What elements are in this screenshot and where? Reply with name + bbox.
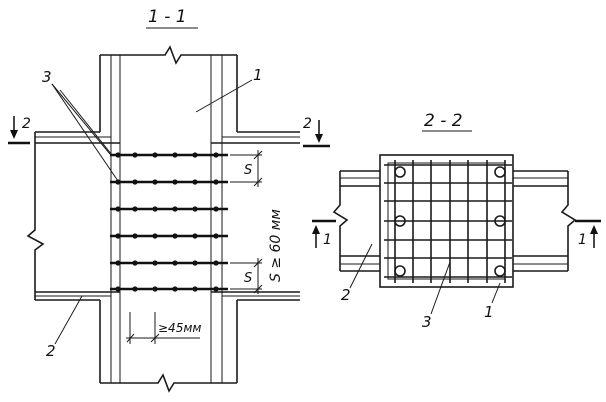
cut-mark-label: 2	[303, 116, 312, 132]
slab-outline	[26, 131, 300, 301]
rebar-dot	[115, 233, 121, 239]
rebar-dot	[172, 206, 178, 212]
rebar-dot	[213, 152, 219, 158]
rebar-dot	[152, 179, 158, 185]
rebar-dot	[115, 206, 121, 212]
cut-mark-label: 2	[22, 116, 31, 132]
rebar-circle	[494, 215, 506, 227]
cut-marker-2-right: 2	[303, 116, 330, 148]
rebar-dot	[152, 260, 158, 266]
break-line-left	[26, 132, 45, 300]
rebar-dot	[152, 233, 158, 239]
rebar-circle	[394, 215, 406, 227]
spacing-label-bottom: S	[244, 271, 252, 286]
rebar-dot	[213, 206, 219, 212]
label-mesh-2: 3	[422, 313, 432, 331]
rebar-dot	[132, 286, 138, 292]
break-line-bottom	[100, 373, 237, 393]
rebar-dot	[213, 233, 219, 239]
offset-note: ≥45мм	[158, 321, 201, 335]
rebar-dot	[213, 286, 219, 292]
rebar-circle	[394, 166, 406, 178]
rebar-dot	[172, 286, 178, 292]
label-slab-2: 2	[341, 286, 351, 304]
mesh-grid	[384, 160, 512, 283]
cut-marker-1-left: 1	[312, 219, 336, 248]
spacing-note: S ≥ 60 мм	[268, 209, 284, 282]
rebar-dot	[115, 286, 121, 292]
rebar-dot	[152, 152, 158, 158]
rebar-dot	[132, 260, 138, 266]
rebar-circles	[394, 166, 506, 277]
rebar-dot	[192, 152, 198, 158]
section-2-title: 2 - 2	[424, 111, 463, 131]
rebar-dot	[132, 152, 138, 158]
spacing-label-top: S	[244, 163, 252, 178]
rebar-dot	[192, 179, 198, 185]
rebar-dot	[115, 179, 121, 185]
section-1-1: 1 - 1	[8, 7, 330, 393]
label-column-2: 1	[484, 303, 494, 321]
rebar-dot	[213, 260, 219, 266]
section-1-title: 1 - 1	[148, 7, 187, 27]
rebar-circle	[494, 166, 506, 178]
column-square	[379, 154, 514, 288]
label-column-1: 1	[253, 66, 263, 84]
cut-marker-1-right: 1	[575, 219, 601, 248]
cut-mark-label: 1	[323, 232, 332, 248]
rebar-dot	[172, 152, 178, 158]
break-line-top	[100, 45, 237, 65]
rebar-dot	[152, 206, 158, 212]
rebar-dot	[192, 260, 198, 266]
rebar-dot	[132, 233, 138, 239]
rebar-dot	[115, 152, 121, 158]
offset-dimension: ≥45мм	[126, 312, 201, 344]
label-mesh-1: 3	[42, 68, 52, 86]
mesh-dots	[115, 152, 219, 292]
rebar-dot	[192, 286, 198, 292]
mesh-layers	[110, 153, 228, 291]
rebar-dot	[115, 260, 121, 266]
rebar-dot	[172, 233, 178, 239]
slab-band	[332, 170, 577, 272]
break-line-left-2	[332, 171, 349, 271]
section-2-2: 2 - 2	[312, 111, 601, 331]
column-outline	[99, 45, 238, 393]
cut-marker-2-left: 2	[8, 116, 31, 145]
section-1-leaders: 3 1 2	[42, 66, 263, 360]
spacing-dimensions: S S S ≥ 60 мм	[230, 150, 284, 294]
rebar-dot	[192, 206, 198, 212]
rebar-dot	[132, 179, 138, 185]
break-line-right-2	[560, 171, 577, 271]
rebar-circle	[394, 265, 406, 277]
rebar-dot	[192, 233, 198, 239]
rebar-dot	[132, 206, 138, 212]
section-2-leaders: 2 3 1	[341, 243, 501, 331]
rebar-circle	[494, 265, 506, 277]
rebar-dot	[152, 286, 158, 292]
rebar-dot	[213, 179, 219, 185]
rebar-dot	[172, 260, 178, 266]
cut-mark-label: 1	[578, 232, 587, 248]
rebar-dot	[172, 179, 178, 185]
label-slab-1: 2	[46, 342, 56, 360]
